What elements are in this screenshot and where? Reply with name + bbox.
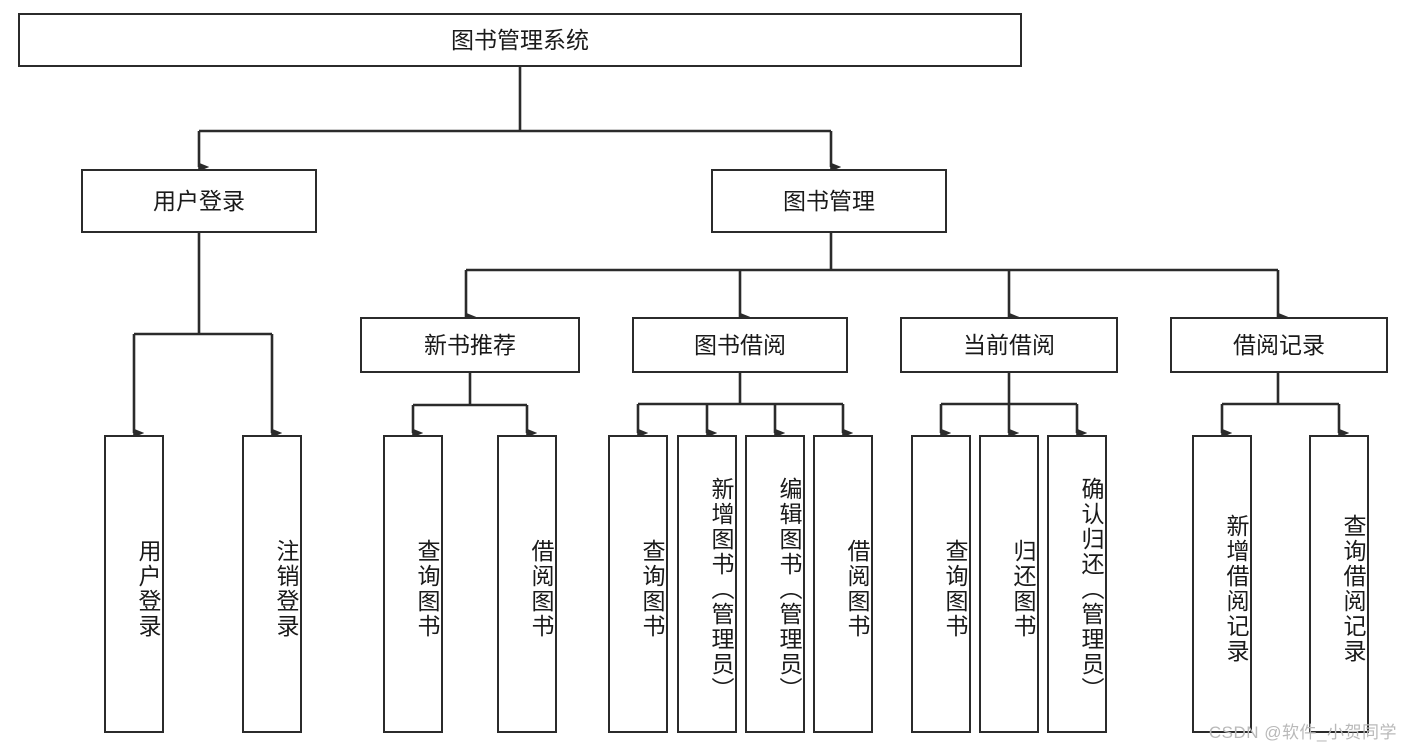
node-label: 归还图书: [1010, 539, 1036, 639]
node-label: 图书管理系统: [451, 26, 589, 53]
node-label: 借阅图书: [528, 539, 554, 639]
node-current-borrow[interactable]: 当前借阅: [900, 317, 1118, 373]
node-label: 确认归还（管理员）: [1078, 476, 1104, 702]
leaf-recommend-borrow-book[interactable]: 借阅图书: [497, 435, 557, 733]
node-label: 新增图书（管理员）: [708, 476, 734, 702]
node-label: 借阅记录: [1233, 331, 1325, 358]
leaf-borrow-edit-book-admin[interactable]: 编辑图书（管理员）: [745, 435, 805, 733]
leaf-borrow-add-book-admin[interactable]: 新增图书（管理员）: [677, 435, 737, 733]
node-label: 注销登录: [273, 539, 299, 639]
node-new-book-recommend[interactable]: 新书推荐: [360, 317, 580, 373]
node-book-management[interactable]: 图书管理: [711, 169, 947, 233]
node-label: 当前借阅: [963, 331, 1055, 358]
node-label: 查询借阅记录: [1340, 514, 1366, 664]
node-label: 用户登录: [153, 187, 245, 214]
node-label: 查询图书: [942, 539, 968, 639]
node-root-system[interactable]: 图书管理系统: [18, 13, 1022, 67]
leaf-recommend-query-book[interactable]: 查询图书: [383, 435, 443, 733]
node-label: 新增借阅记录: [1223, 514, 1249, 664]
node-label: 借阅图书: [844, 539, 870, 639]
leaf-current-return-book[interactable]: 归还图书: [979, 435, 1039, 733]
node-user-login[interactable]: 用户登录: [81, 169, 317, 233]
leaf-current-confirm-return-admin[interactable]: 确认归还（管理员）: [1047, 435, 1107, 733]
leaf-borrow-borrow-book[interactable]: 借阅图书: [813, 435, 873, 733]
node-label: 编辑图书（管理员）: [776, 476, 802, 702]
node-label: 新书推荐: [424, 331, 516, 358]
leaf-current-query-book[interactable]: 查询图书: [911, 435, 971, 733]
node-label: 查询图书: [639, 539, 665, 639]
node-book-borrow[interactable]: 图书借阅: [632, 317, 848, 373]
node-borrow-record[interactable]: 借阅记录: [1170, 317, 1388, 373]
node-label: 图书管理: [783, 187, 875, 214]
leaf-record-add-record[interactable]: 新增借阅记录: [1192, 435, 1252, 733]
leaf-user-login-signin[interactable]: 用户登录: [104, 435, 164, 733]
node-label: 查询图书: [414, 539, 440, 639]
node-label: 图书借阅: [694, 331, 786, 358]
leaf-record-query-record[interactable]: 查询借阅记录: [1309, 435, 1369, 733]
node-label: 用户登录: [135, 539, 161, 639]
leaf-user-login-signout[interactable]: 注销登录: [242, 435, 302, 733]
leaf-borrow-query-book[interactable]: 查询图书: [608, 435, 668, 733]
